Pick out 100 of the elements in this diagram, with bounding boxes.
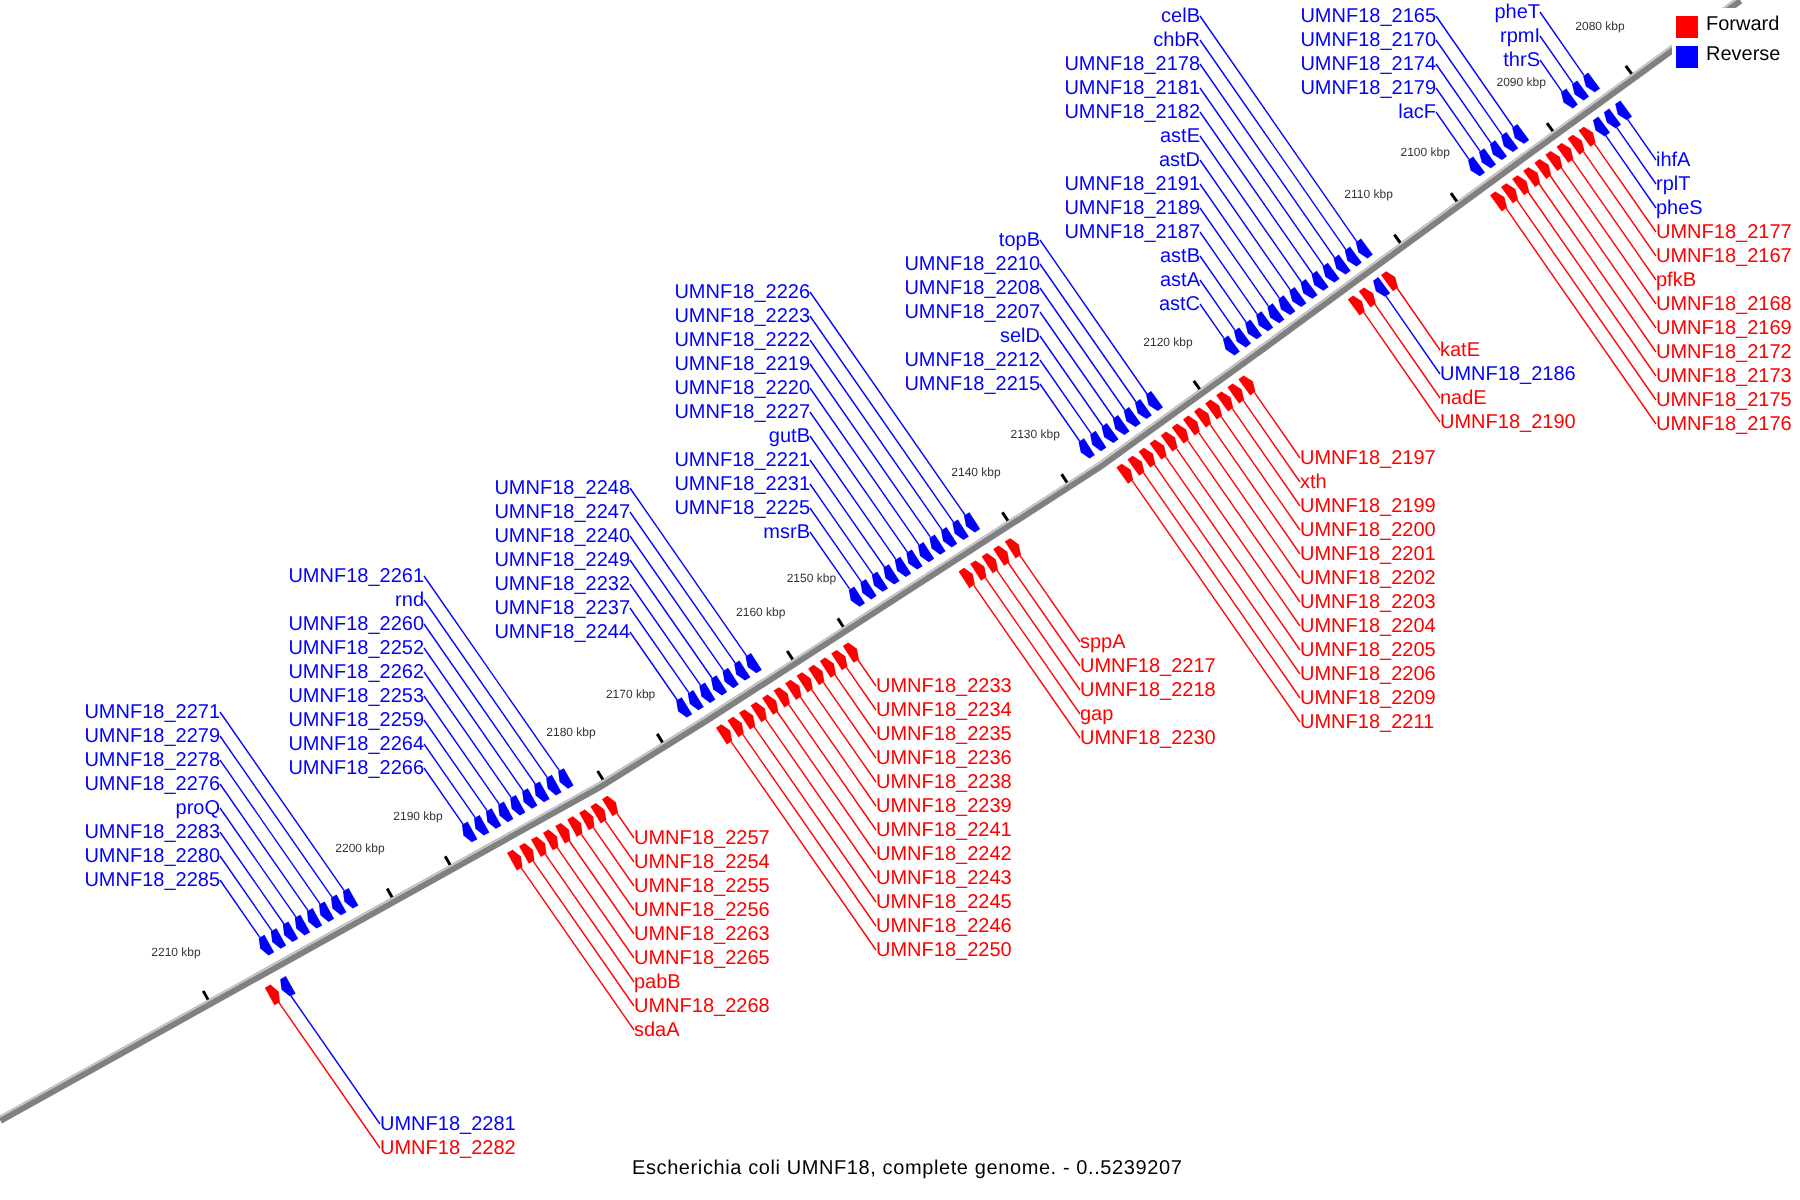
leader-line <box>809 507 863 583</box>
leader-line <box>423 647 524 792</box>
leader-line <box>1363 311 1441 423</box>
gene-label: gap <box>1080 703 1114 725</box>
gene-symbol <box>1322 262 1340 283</box>
leader-line <box>1616 126 1657 185</box>
gene-symbol <box>534 781 550 803</box>
leader-line <box>742 733 877 927</box>
leader-line <box>1199 135 1303 283</box>
gene-label: UMNF18_2262 <box>288 661 424 683</box>
leader-line <box>1039 335 1104 427</box>
gene-symbol <box>567 816 583 837</box>
gene-symbol <box>762 694 779 715</box>
gene-symbol <box>331 894 347 916</box>
gene-label: UMNF18_2226 <box>674 281 810 303</box>
gene-label: UMNF18_2234 <box>876 699 1012 721</box>
leader-line <box>629 607 690 694</box>
gene-symbol <box>307 908 323 929</box>
gene-symbol <box>831 650 848 671</box>
gene-symbol <box>842 642 859 663</box>
gene-label: nadE <box>1440 387 1487 409</box>
gene-label: UMNF18_2197 <box>1300 447 1436 469</box>
leader-line <box>1385 295 1441 375</box>
gene-symbol <box>1501 132 1519 152</box>
gene-label: UMNF18_2241 <box>876 819 1012 841</box>
leader-line <box>809 483 874 576</box>
gene-label: UMNF18_2242 <box>876 843 1012 865</box>
gene-label: sdaA <box>634 1019 680 1041</box>
gene-symbol <box>1101 423 1119 443</box>
gene-label: UMNF18_2271 <box>84 701 220 723</box>
gene-label: ihfA <box>1656 149 1691 171</box>
gene-symbol <box>343 888 359 909</box>
gene-label: rplT <box>1656 173 1691 195</box>
leader-line <box>730 741 877 951</box>
gene-label: UMNF18_2231 <box>674 473 810 495</box>
leader-line <box>1538 183 1657 353</box>
leader-line <box>1435 63 1492 144</box>
gene-symbol <box>1567 134 1585 155</box>
gene-symbol <box>687 690 704 711</box>
gene-label: astD <box>1158 149 1200 171</box>
leader-line <box>1153 463 1301 675</box>
leader-line <box>1199 231 1258 316</box>
leader-line <box>1374 303 1441 399</box>
gene-label: UMNF18_2186 <box>1440 363 1576 385</box>
gene-label: UMNF18_2282 <box>380 1137 516 1159</box>
gene-label: UMNF18_2281 <box>380 1113 516 1135</box>
gene-symbol <box>294 914 311 936</box>
gene-label: UMNF18_2260 <box>288 613 424 635</box>
leader-line <box>1516 199 1657 401</box>
leader-line <box>811 689 877 783</box>
gene-symbol <box>531 836 547 857</box>
gene-symbol <box>1381 271 1398 292</box>
gene-symbol <box>785 679 802 700</box>
gene-symbol <box>773 687 790 708</box>
leader-line <box>520 867 635 1031</box>
leader-line <box>219 879 261 939</box>
gene-symbol <box>819 657 836 678</box>
gene-symbol <box>1534 159 1552 179</box>
gene-label: rnd <box>395 589 424 611</box>
gene-symbol <box>1512 124 1530 144</box>
gene-symbol <box>1355 238 1373 259</box>
gene-symbol <box>319 901 335 922</box>
gene-label: UMNF18_2168 <box>1656 293 1792 315</box>
gene-symbol <box>1004 538 1021 559</box>
gene-symbol <box>543 829 559 851</box>
gene-label: astA <box>1159 269 1200 291</box>
gene-symbol <box>848 586 865 607</box>
gene-symbol <box>1112 415 1130 435</box>
gene-label: UMNF18_2243 <box>876 867 1012 889</box>
gene-label: UMNF18_2249 <box>494 549 630 571</box>
gene-label: celB <box>1161 5 1200 27</box>
leader-line <box>219 759 321 905</box>
gene-symbol <box>1234 327 1251 348</box>
gene-symbol <box>1512 175 1530 196</box>
gene-label: pheT <box>1494 1 1540 23</box>
gene-symbol <box>1127 455 1145 476</box>
gene-label: UMNF18_2248 <box>494 477 630 499</box>
gene-symbol <box>1267 303 1285 324</box>
gene-label: UMNF18_2233 <box>876 675 1012 697</box>
gene-label: UMNF18_2212 <box>904 349 1040 371</box>
gene-label: UMNF18_2238 <box>876 771 1012 793</box>
leader-line <box>996 569 1081 691</box>
gene-label: UMNF18_2209 <box>1300 687 1436 709</box>
gene-label: UMNF18_2217 <box>1080 655 1216 677</box>
gene-symbol <box>1523 167 1541 187</box>
gene-label: gutB <box>768 425 810 447</box>
gene-symbol <box>906 549 923 570</box>
gene-symbol <box>1194 407 1211 428</box>
gene-label: UMNF18_2245 <box>876 891 1012 913</box>
gene-symbol <box>981 553 998 574</box>
gene-symbol <box>498 801 514 823</box>
gene-symbol <box>1490 191 1507 212</box>
gene-label: UMNF18_2254 <box>634 851 770 873</box>
leader-line <box>1131 479 1301 723</box>
gene-label: UMNF18_2187 <box>1064 221 1200 243</box>
gene-symbol <box>1468 156 1485 177</box>
gene-symbol <box>722 667 739 689</box>
gene-symbol <box>1205 399 1222 420</box>
gene-label: UMNF18_2211 <box>1300 711 1435 733</box>
leader-line <box>765 718 877 879</box>
